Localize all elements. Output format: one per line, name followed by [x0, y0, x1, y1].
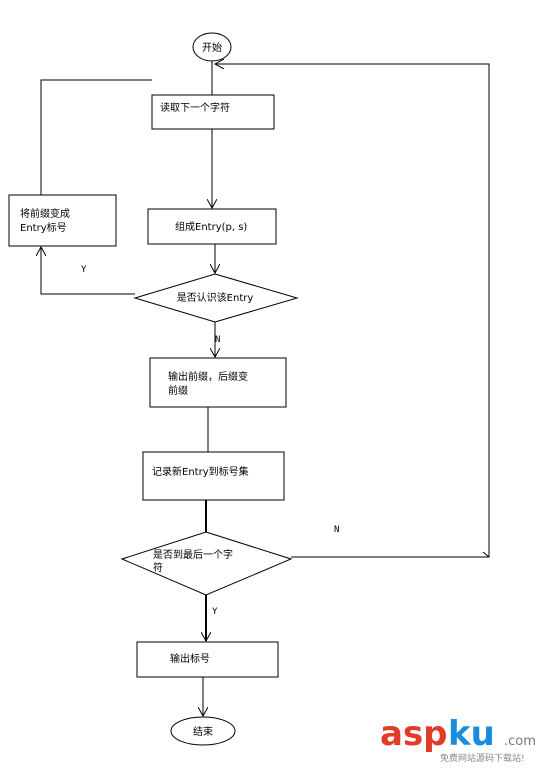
watermark-subtitle: 免费网站源码下载站!: [440, 752, 525, 764]
last-char-decision: 是否到最后一个字 符: [120, 531, 293, 596]
read-char-box: 读取下一个字符: [151, 94, 275, 130]
compose-entry-label: 组成Entry(p, s): [175, 220, 247, 233]
watermark-logo: asp ku .com 免费网站源码下载站!: [380, 714, 536, 764]
start-label: 开始: [202, 41, 222, 54]
record-entry-box: 记录新Entry到标号集: [142, 451, 285, 501]
label-no-last: N: [334, 525, 339, 535]
watermark-asp: asp: [380, 714, 448, 754]
output-prefix-line2: 前缀: [168, 384, 188, 397]
recognized-decision: 是否认识该Entry: [133, 273, 299, 323]
read-char-label: 读取下一个字符: [160, 101, 230, 114]
edge-arrowhead-right-tick: [482, 551, 490, 558]
end-label: 结束: [193, 725, 213, 738]
end-node: 结束: [170, 716, 236, 746]
label-yes-recognized: Y: [81, 265, 87, 275]
output-prefix-line1: 输出前缀，后缀变: [168, 370, 248, 383]
last-char-line2: 符: [153, 561, 163, 574]
label-yes-last: Y: [212, 607, 218, 617]
edge-yes-to-prefix-box: [41, 247, 135, 295]
start-node: 开始: [192, 32, 232, 62]
prefix-to-id-line2: Entry标号: [20, 222, 67, 234]
edges: [40, 61, 490, 716]
watermark-ku: ku: [448, 714, 495, 754]
record-entry-label: 记录新Entry到标号集: [152, 465, 249, 478]
output-id-label: 输出标号: [170, 652, 210, 665]
label-no-recognized: N: [215, 335, 220, 345]
last-char-line1: 是否到最后一个字: [153, 548, 233, 561]
watermark-com: .com: [504, 734, 536, 749]
recognized-label: 是否认识该Entry: [177, 291, 254, 304]
edge-prefix-box-to-read: [40, 79, 152, 195]
edge-no-loop-back: [215, 64, 490, 558]
prefix-to-id-box: 将前缀变成 Entry标号: [8, 194, 117, 247]
prefix-to-id-line1: 将前缀变成: [20, 207, 70, 220]
compose-entry-box: 组成Entry(p, s): [147, 208, 277, 245]
output-id-box: 输出标号: [136, 641, 279, 678]
output-prefix-box: 输出前缀，后缀变 前缀: [149, 357, 287, 408]
